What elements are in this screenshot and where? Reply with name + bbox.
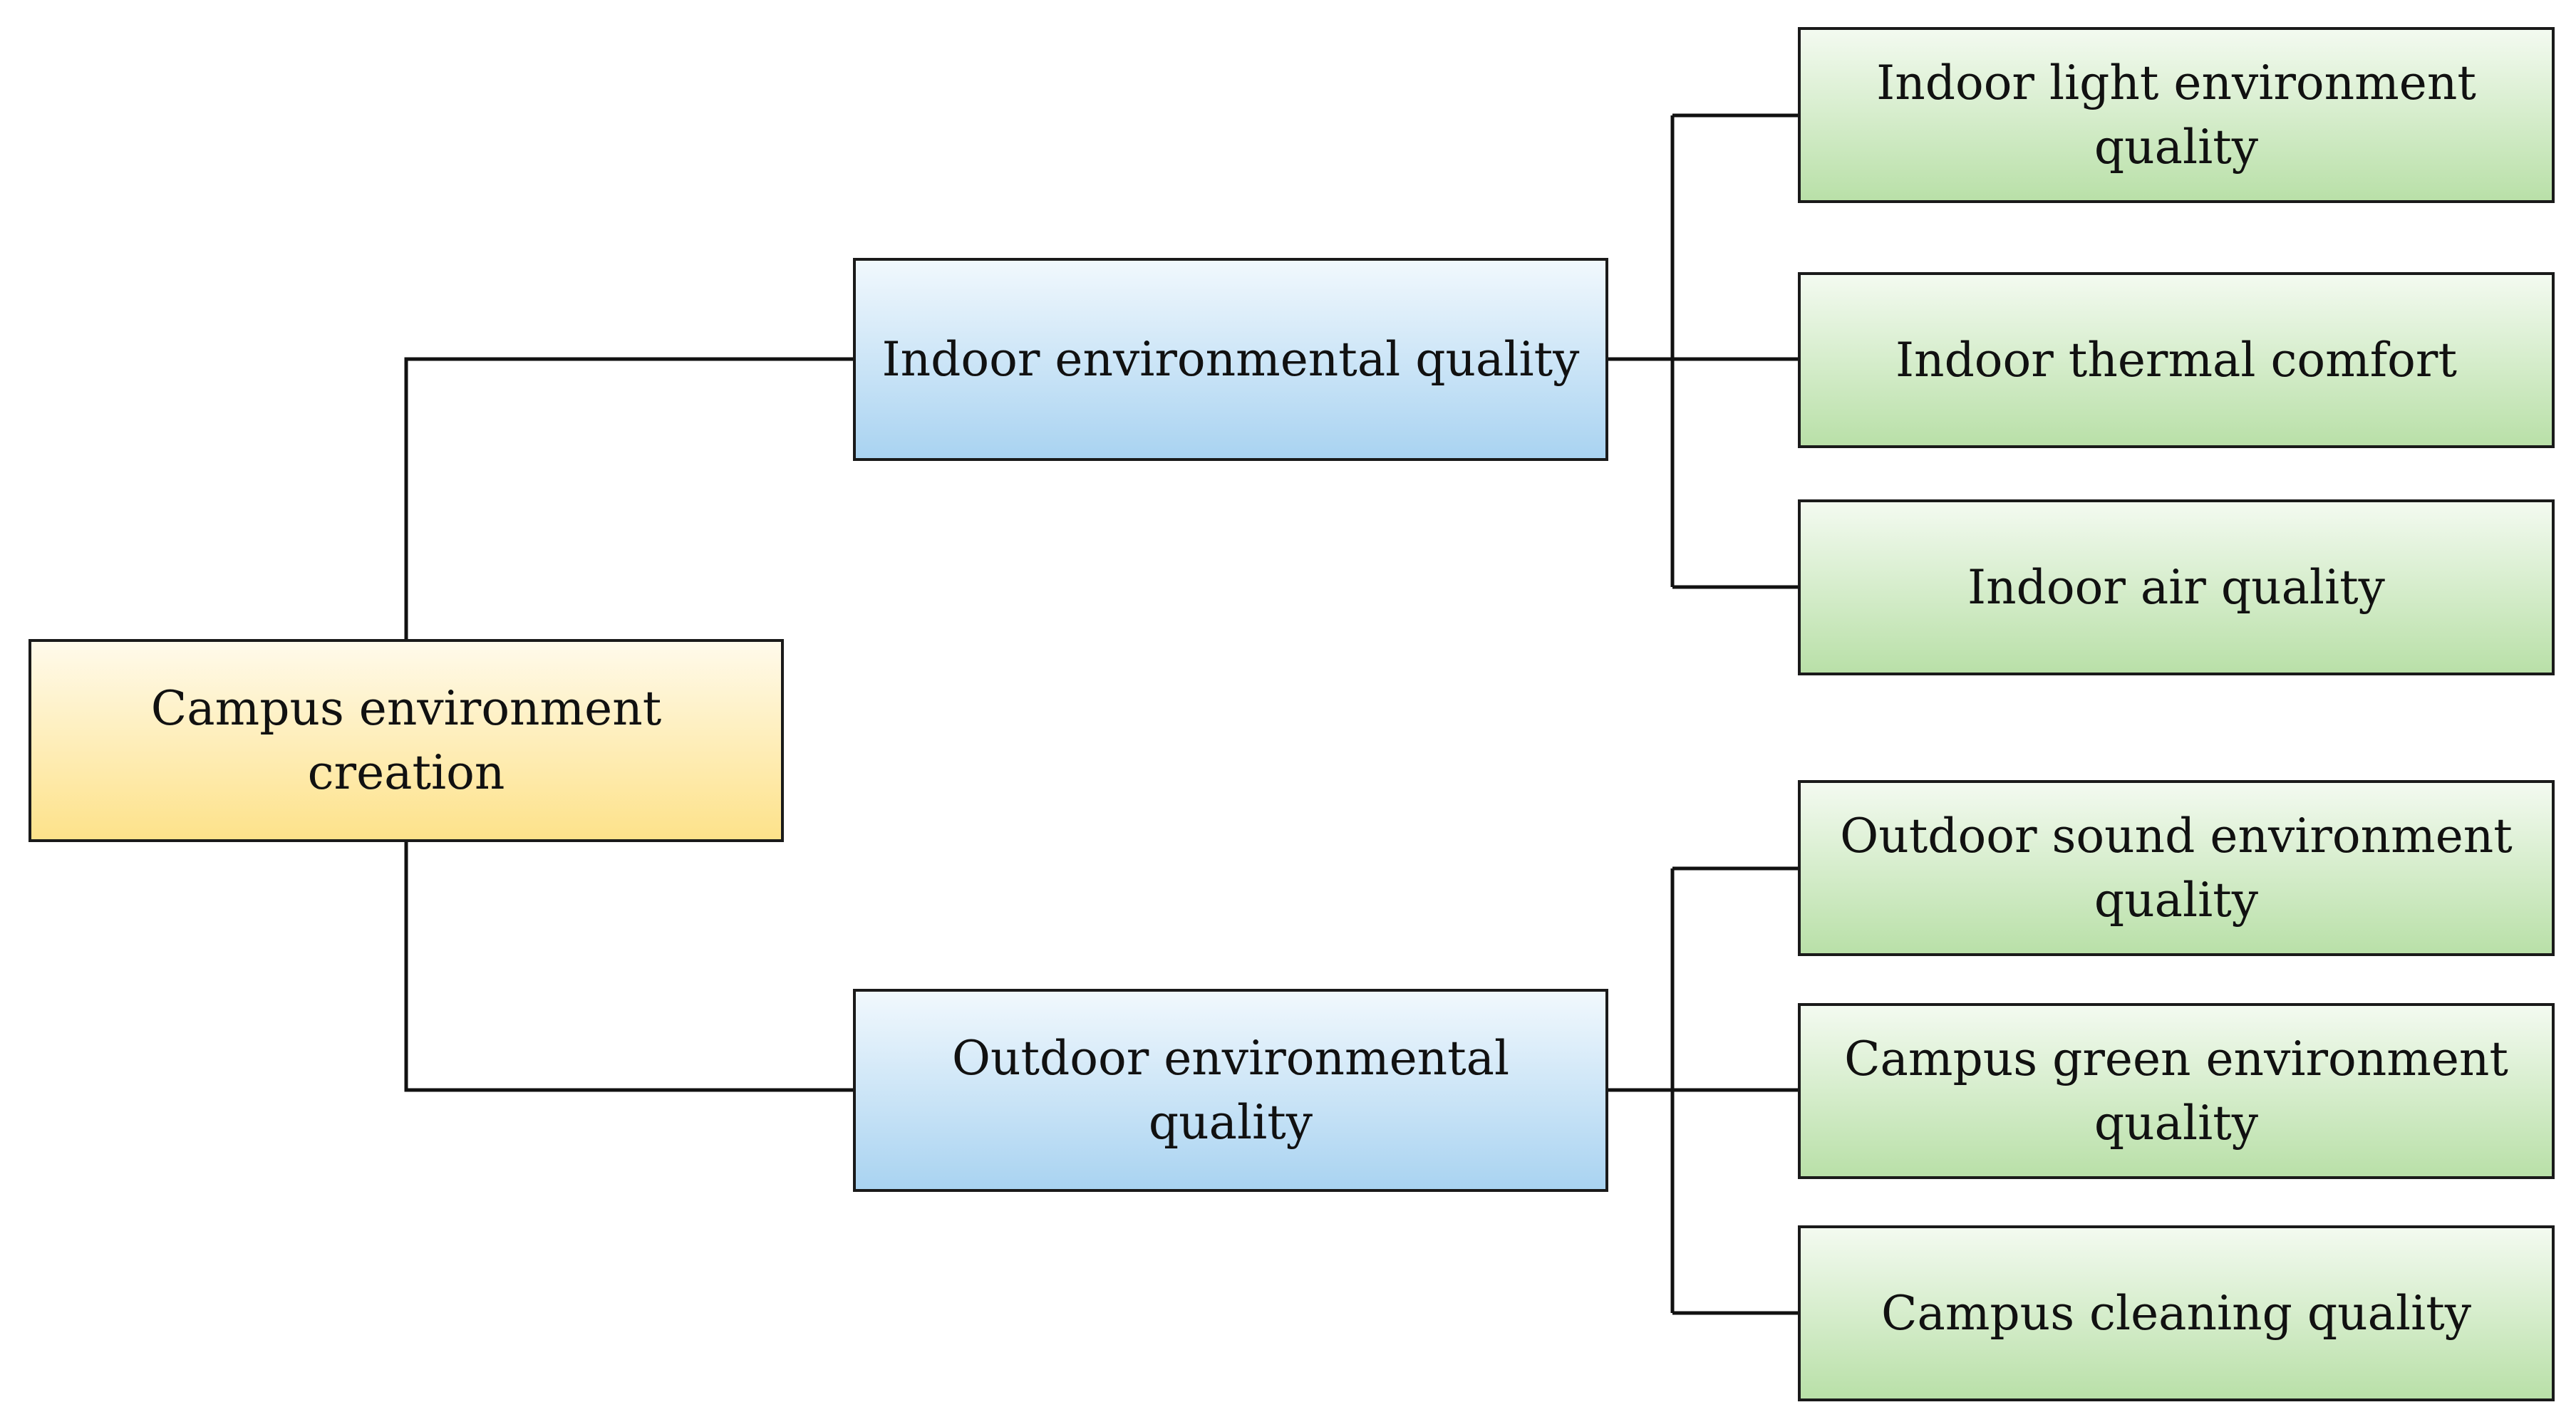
leaf-node-label: Campus green environment quality	[1844, 1032, 2508, 1151]
leaf-node-label: Campus cleaning quality	[1881, 1285, 2471, 1341]
root-node-label: Campus environment creation	[150, 681, 662, 800]
leaf-node-indoor-light-environment-quality: Indoor light environment quality	[1798, 27, 2555, 203]
leaf-node-campus-green-environment-quality: Campus green environment quality	[1798, 1003, 2555, 1179]
leaf-node-label: Indoor thermal comfort	[1895, 332, 2457, 388]
branch-node-indoor-environmental-quality: Indoor environmental quality	[853, 258, 1608, 461]
branch-node-label: Outdoor environmental quality	[951, 1031, 1510, 1150]
leaf-node-label: Indoor light environment quality	[1876, 56, 2476, 175]
leaf-node-indoor-air-quality: Indoor air quality	[1798, 499, 2555, 675]
branch-node-outdoor-environmental-quality: Outdoor environmental quality	[853, 989, 1608, 1192]
branch-node-label: Indoor environmental quality	[881, 331, 1580, 387]
connector-root-outdoor	[404, 842, 853, 1092]
leaf-node-outdoor-sound-environment-quality: Outdoor sound environment quality	[1798, 780, 2555, 956]
leaf-node-campus-cleaning-quality: Campus cleaning quality	[1798, 1225, 2555, 1401]
root-node-campus-environment-creation: Campus environment creation	[29, 639, 784, 842]
connector-root-indoor	[404, 357, 853, 639]
leaf-node-label: Indoor air quality	[1967, 559, 2385, 615]
leaf-node-label: Outdoor sound environment quality	[1840, 809, 2513, 928]
leaf-node-indoor-thermal-comfort: Indoor thermal comfort	[1798, 272, 2555, 448]
